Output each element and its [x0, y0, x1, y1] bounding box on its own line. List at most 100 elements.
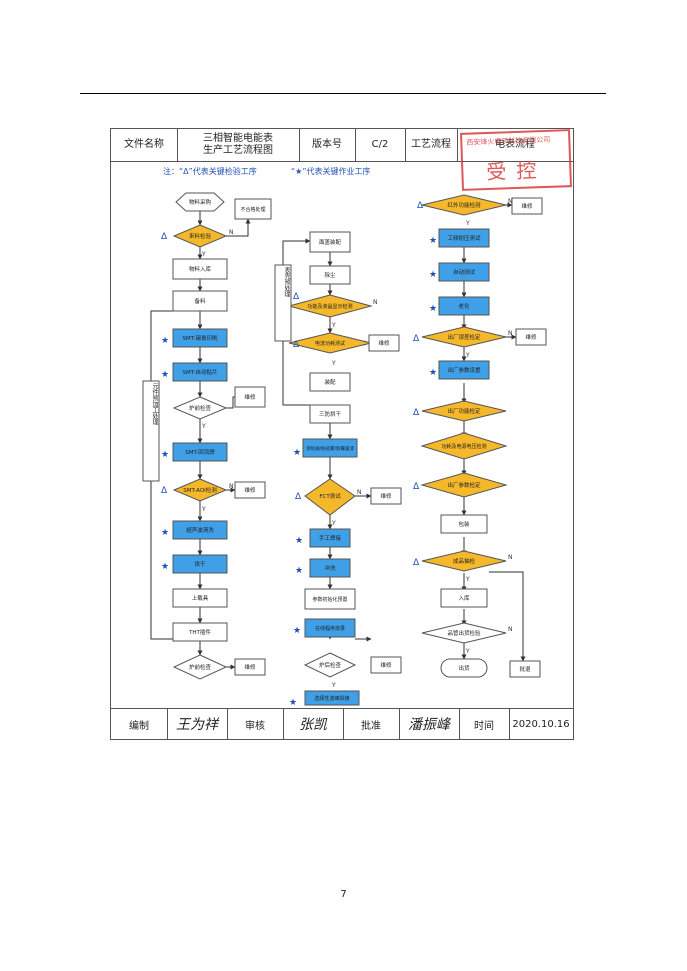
smt-print-node	[172, 328, 228, 348]
withstand-voltage-node	[438, 228, 490, 248]
return-node	[509, 660, 541, 678]
label-sample: 成品抽检	[453, 557, 476, 565]
star-param: ★	[429, 368, 437, 378]
ship-check-node	[421, 622, 507, 644]
yes-aoi: Y	[201, 506, 206, 513]
yes-insp1: Y	[201, 423, 206, 430]
process-label: 工艺流程	[405, 129, 458, 161]
dust-removal-node	[309, 265, 351, 285]
yes-current: Y	[331, 360, 336, 367]
no-fct: N	[357, 489, 362, 496]
smt-place-node	[172, 362, 228, 382]
yes-fct: Y	[331, 520, 336, 527]
label-wave: 选择性波峰焊接	[314, 695, 349, 702]
label-fct: FCT测试	[319, 492, 341, 500]
delta-paramchk: Δ	[413, 482, 420, 492]
fct-node	[304, 478, 356, 516]
column-2-nodes	[274, 231, 402, 706]
incoming-inspection-node	[172, 224, 228, 248]
label-paramchk: 出厂参数检定	[447, 481, 481, 489]
error-check-node	[421, 326, 507, 348]
func-check-node	[421, 400, 507, 422]
column-1-nodes	[142, 192, 272, 680]
document-footer: 编制 王为祥 审核 张凯 批准 潘振峰 时间 2020.10.16	[111, 708, 573, 739]
repair-node-6	[370, 656, 402, 674]
manual-solder-node	[309, 528, 351, 548]
label-smt1: SMT-锡膏印刷	[182, 334, 218, 342]
param-set-node	[438, 360, 490, 380]
param-init-node	[304, 588, 356, 610]
delta-ir: Δ	[417, 201, 424, 211]
yes-incoming: Y	[201, 251, 206, 258]
repair-node-2	[234, 481, 266, 499]
prepared-by-label: 编制	[111, 709, 168, 739]
load-carrier-node	[172, 588, 228, 608]
star-manual: ★	[295, 536, 303, 546]
pack-node	[440, 514, 488, 534]
label-err: 出厂误差检定	[447, 333, 481, 341]
page-number: 7	[340, 889, 347, 900]
param-verify-node	[420, 472, 508, 498]
yes-lcd: Y	[331, 322, 336, 329]
label-voltage: 工频耐压测试	[447, 234, 481, 242]
label-incoming: 来料检验	[189, 232, 212, 240]
label-repair-8: 维修	[525, 333, 537, 341]
date-label: 时间	[459, 709, 510, 739]
delta-lcd: Δ	[293, 292, 300, 302]
label-repair-3: 维修	[244, 663, 256, 671]
label-smt3: SMT-回流焊	[185, 448, 215, 456]
delta-sample: Δ	[413, 558, 420, 568]
label-repair-2: 维修	[244, 486, 256, 494]
delta-aoi: Δ	[161, 486, 168, 496]
date-value: 2020.10.16	[512, 718, 570, 730]
file-name-label: 文件名称	[111, 129, 178, 161]
version-value: C/2	[355, 129, 406, 161]
star-clean: ★	[295, 566, 303, 576]
lcd-check-node	[287, 294, 373, 318]
star-bake: ★	[161, 562, 169, 572]
label-clean: 冲洗	[324, 564, 336, 572]
title-line-2: 生产工艺流程图	[203, 145, 273, 156]
tht-node	[172, 622, 228, 642]
legend-star: “★”代表关键作业工序	[291, 167, 371, 176]
star-wave: ★	[289, 698, 297, 706]
label-auto: 自动测试	[453, 268, 476, 276]
top-rule	[80, 93, 606, 94]
program-node	[304, 618, 356, 638]
label-repair-6: 维修	[380, 661, 392, 669]
bake-node	[172, 554, 228, 574]
star-smt3: ★	[161, 450, 169, 460]
pre-oven-inspection-node-2	[172, 654, 228, 680]
document-title: 三相智能电能表 生产工艺流程图	[177, 129, 300, 161]
auto-test-node	[438, 262, 490, 282]
star-ultra: ★	[161, 528, 169, 538]
version-label: 版本号	[299, 129, 356, 161]
approved-by-label: 批准	[343, 709, 400, 739]
label-repair-1: 维修	[244, 393, 256, 401]
no-ir: N	[508, 198, 513, 205]
label-out: 出货	[458, 664, 470, 672]
aging-node	[438, 296, 490, 316]
label-func: 出厂功能检定	[447, 407, 481, 415]
repair-node-3	[234, 658, 266, 676]
delta-func: Δ	[413, 408, 420, 418]
label-insp2: 炉前检查	[189, 663, 212, 671]
label-tht: THT插件	[188, 628, 211, 636]
ultrasonic-node	[172, 520, 228, 540]
prep-node	[172, 290, 228, 312]
repair-node-5	[370, 487, 402, 505]
title-line-1: 三相智能电能表	[203, 133, 273, 144]
yes-ir: Y	[465, 220, 470, 227]
cover-assembly-node	[309, 231, 351, 253]
label-current: 电流功耗测试	[315, 340, 345, 347]
assembly-node	[309, 372, 351, 392]
delta-fct: Δ	[295, 492, 302, 502]
label-store: 入库	[458, 594, 470, 602]
column-3-nodes	[420, 194, 547, 678]
label-lcd: 功能及液晶显示检测	[307, 303, 352, 310]
label-repair-7: 维修	[521, 202, 533, 210]
label-pack: 包装	[458, 520, 470, 528]
yes-ship: Y	[465, 648, 470, 655]
delta-incoming: Δ	[161, 232, 168, 242]
stock-node	[172, 258, 228, 280]
